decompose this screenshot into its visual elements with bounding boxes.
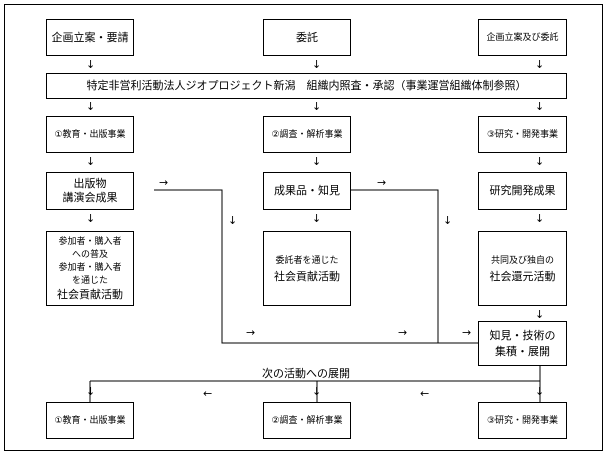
arrow-down-icon: ↓	[86, 58, 96, 71]
consignment-box: 委託	[263, 19, 351, 56]
arrow-right-icon: →	[377, 176, 387, 189]
client-line1: 委託者を通じた	[275, 255, 339, 266]
arrow-down-icon: ↓	[86, 385, 96, 398]
arrow-down-icon: ↓	[535, 212, 545, 225]
next-research-development-box: ③研究・開発事業	[478, 402, 567, 439]
arrow-down-icon: ↓	[535, 58, 545, 71]
next-research-development-label: ③研究・開発事業	[486, 415, 559, 426]
diagram-frame	[4, 4, 603, 451]
next-activity-label: 次の活動への展開	[262, 367, 350, 380]
participant-line5: 社会貢献活動	[57, 288, 123, 301]
request-box: 企画立案・要請	[46, 19, 134, 56]
arrow-down-icon: ↓	[312, 100, 322, 113]
accum-line2: 集積・展開	[495, 344, 550, 358]
next-survey-analysis-box: ②調査・解析事業	[263, 402, 351, 439]
planning-consign-label: 企画立案及び委託	[486, 32, 559, 43]
center-to-accum-line	[351, 189, 439, 343]
participant-line1: 参加者・購入者	[58, 237, 122, 247]
approval-banner: 特定非営利活動法人ジオプロジェクト新潟 組織内照査・承認（事業運営組織体制参照）	[46, 73, 567, 99]
arrow-down-icon: ↓	[535, 155, 545, 168]
accum-line1: 知見・技術の	[489, 328, 556, 342]
arrow-down-icon: ↓	[86, 100, 96, 113]
education-publishing-label: ①教育・出版事業	[54, 129, 126, 140]
arrow-right-icon: →	[462, 326, 472, 339]
arrow-down-icon: ↓	[312, 155, 322, 168]
arrow-down-icon: ↓	[86, 155, 96, 168]
participant-line4: を通じた	[71, 276, 108, 286]
arrow-left-icon: ←	[420, 387, 430, 400]
arrow-down-icon: ↓	[312, 212, 322, 225]
knowledge-accumulation-box: 知見・技術の 集積・展開	[478, 321, 567, 366]
client-contribution-box: 委託者を通じた 社会貢献活動	[263, 231, 351, 306]
publications-box: 出版物 講演会成果	[46, 172, 134, 210]
arrow-right-icon: →	[398, 326, 408, 339]
research-development-label: ③研究・開発事業	[486, 129, 559, 140]
social-return-line2: 社会還元活動	[489, 269, 556, 283]
participant-contribution-box: 参加者・購入者 への普及 参加者・購入者 を通じた 社会貢献活動	[46, 231, 134, 306]
social-return-box: 共同及び独自の 社会還元活動	[478, 231, 567, 306]
arrow-down-icon: ↓	[535, 385, 545, 398]
next-survey-analysis-label: ②調査・解析事業	[271, 415, 343, 426]
rd-results-box: 研究開発成果	[478, 172, 567, 210]
consignment-label: 委託	[296, 30, 318, 44]
next-education-publishing-box: ①教育・出版事業	[46, 402, 134, 439]
arrow-right-icon: →	[246, 326, 256, 339]
arrow-down-icon: ↓	[312, 58, 322, 71]
participant-line3: 参加者・購入者	[58, 263, 122, 273]
arrow-right-icon: →	[159, 176, 169, 189]
next-education-publishing-label: ①教育・出版事業	[54, 415, 126, 426]
client-line2: 社会貢献活動	[274, 269, 340, 283]
social-return-line1: 共同及び独自の	[490, 255, 554, 266]
request-label: 企画立案・要請	[51, 30, 129, 44]
arrow-down-icon: ↓	[535, 308, 545, 321]
deliverables-box: 成果品・知見	[263, 172, 351, 210]
research-development-box: ③研究・開発事業	[478, 116, 567, 153]
publications-line1: 出版物	[73, 177, 107, 190]
participant-line2: への普及	[71, 250, 108, 260]
arrow-down-icon: ↓	[443, 214, 453, 227]
survey-analysis-box: ②調査・解析事業	[263, 116, 351, 153]
arrow-down-icon: ↓	[312, 385, 322, 398]
deliverables-label: 成果品・知見	[274, 184, 340, 197]
rd-results-label: 研究開発成果	[489, 184, 556, 197]
approval-banner-text: 特定非営利活動法人ジオプロジェクト新潟 組織内照査・承認（事業運営組織体制参照）	[86, 79, 527, 92]
arrow-down-icon: ↓	[86, 212, 96, 225]
left-to-accum-line	[154, 189, 478, 344]
planning-consign-box: 企画立案及び委託	[478, 19, 567, 56]
arrow-left-icon: ←	[203, 387, 213, 400]
publications-line2: 講演会成果	[62, 191, 118, 204]
survey-analysis-label: ②調査・解析事業	[271, 129, 343, 140]
arrow-down-icon: ↓	[228, 214, 238, 227]
education-publishing-box: ①教育・出版事業	[46, 116, 134, 153]
arrow-down-icon: ↓	[535, 100, 545, 113]
